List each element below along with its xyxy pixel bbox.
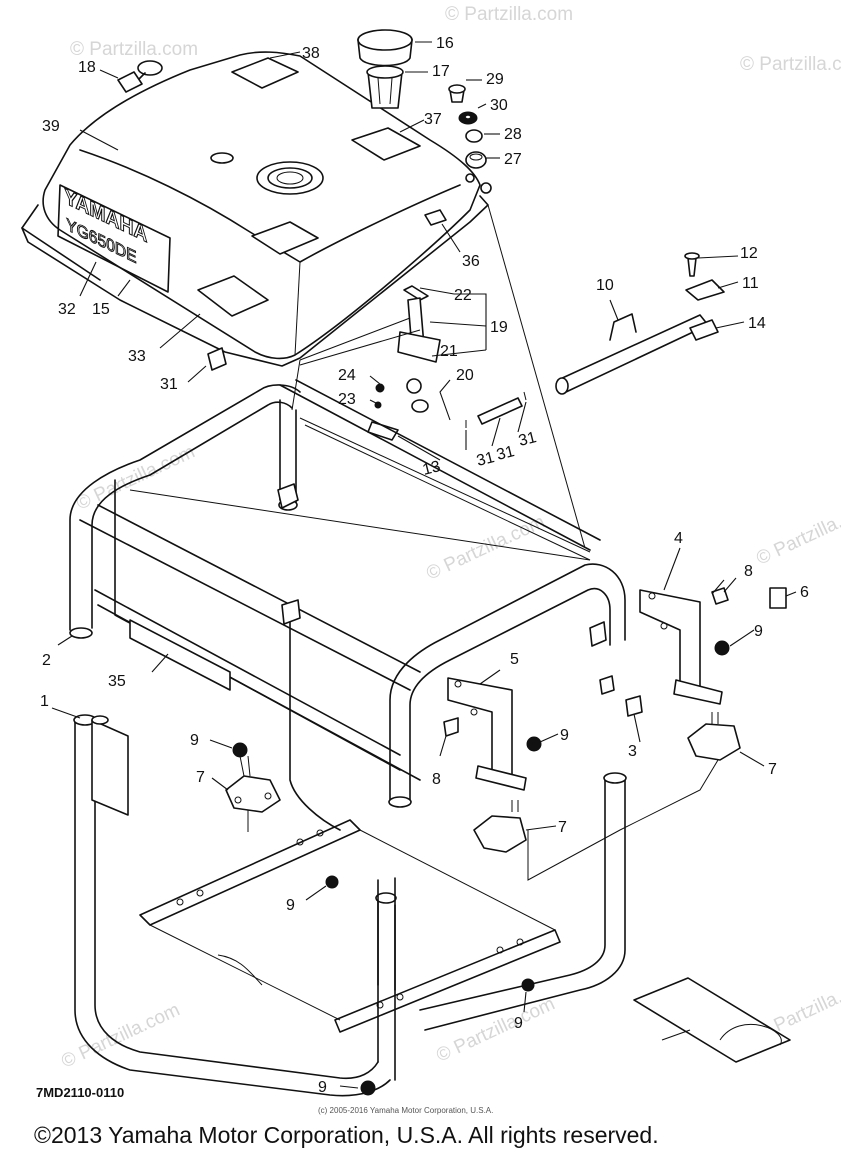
part-label: 18 <box>78 59 96 76</box>
watermark: © Partzilla.com <box>753 496 841 569</box>
part-label: 9 <box>754 623 763 640</box>
bolt-12 <box>684 252 700 277</box>
bracket-11 <box>685 279 725 301</box>
part-label: 8 <box>432 771 441 788</box>
part-label: 9 <box>318 1079 327 1096</box>
small-parts-25-28 <box>448 84 487 169</box>
watermark: © Partzilla.com <box>445 4 573 25</box>
part-label: 4 <box>674 530 683 547</box>
drawing-code: 7MD2110-0110 <box>36 1085 124 1100</box>
part-label: 12 <box>740 245 758 262</box>
label-35 <box>231 57 299 89</box>
part-label: 10 <box>596 277 614 294</box>
leader-lines <box>51 41 797 1089</box>
part-label: 11 <box>742 275 759 292</box>
part-label: 9 <box>286 897 295 914</box>
part-label: 31 <box>160 376 178 393</box>
part-label: 7 <box>768 761 777 778</box>
label-34 <box>351 127 421 161</box>
fuel-tank: YAMAHA YG650DE <box>21 51 586 549</box>
label-37 <box>129 619 231 691</box>
cover-39 <box>633 977 791 1063</box>
part-label: 24 <box>338 367 356 384</box>
fasteners <box>207 347 730 1096</box>
copyright-footer: ©2013 Yamaha Motor Corporation, U.S.A. A… <box>34 1122 659 1148</box>
label-6 <box>769 587 787 609</box>
part-label: 33 <box>128 348 146 365</box>
bracket-4 <box>639 589 723 705</box>
fuel-hose <box>465 391 527 428</box>
part-label: 21 <box>440 343 458 360</box>
vent-cap <box>117 60 163 93</box>
part-label: 16 <box>436 35 454 52</box>
watermark: © Partzilla.com <box>740 54 841 75</box>
part-label: 14 <box>748 315 766 332</box>
mount-7c <box>687 712 741 761</box>
main-frame <box>69 379 626 831</box>
part-label: 8 <box>744 563 753 580</box>
part-label: 23 <box>338 391 356 408</box>
part-label: 1 <box>40 693 49 710</box>
watermark: © Partzilla.com <box>73 441 198 514</box>
part-label: 3 <box>628 743 637 760</box>
part-label: 31 <box>475 449 496 470</box>
part-labels: 16 17 18 38 39 37 29 30 28 27 36 32 15 3… <box>40 35 809 1096</box>
part-label: 5 <box>510 651 519 668</box>
bracket-14 <box>689 319 719 341</box>
part-label: 31 <box>517 429 538 450</box>
label-33 <box>197 275 269 317</box>
part-label: 28 <box>504 126 522 143</box>
part-label: 29 <box>486 71 504 88</box>
watermark: © Partzilla.com <box>423 511 548 584</box>
part-label: 13 <box>421 458 442 479</box>
part-label: 35 <box>108 673 126 690</box>
part-label: 19 <box>490 319 508 336</box>
part-label: 15 <box>92 301 110 318</box>
label-36 <box>424 209 447 226</box>
mount-7b <box>473 800 527 853</box>
part-label: 30 <box>490 97 508 114</box>
fuel-strainer <box>366 65 404 109</box>
part-label: 20 <box>456 367 474 384</box>
bracket-5 <box>447 677 527 791</box>
part-label: 22 <box>454 287 472 304</box>
part-label: 9 <box>514 1015 523 1032</box>
fuel-cock-assembly <box>299 285 441 441</box>
base-frame <box>73 714 627 1097</box>
fuel-cap <box>357 29 413 67</box>
part-label: 39 <box>42 118 60 135</box>
part-label: 17 <box>432 63 450 80</box>
watermark: © Partzilla.com <box>58 999 183 1072</box>
part-label: 2 <box>42 652 51 669</box>
part-label: 7 <box>196 769 205 786</box>
watermark: © Partzilla.com <box>70 39 198 60</box>
part-label: 37 <box>424 111 442 128</box>
part-label: 9 <box>560 727 569 744</box>
part-label: 9 <box>190 732 199 749</box>
part-label: 27 <box>504 151 522 168</box>
part-label: 32 <box>58 301 76 318</box>
part-label: 31 <box>495 443 516 464</box>
part-label: 6 <box>800 584 809 601</box>
part-label: 7 <box>558 819 567 836</box>
tank-stay <box>555 313 709 395</box>
watermark: © Partzilla.com <box>433 993 558 1066</box>
mount-7a <box>225 755 281 813</box>
part-label: 38 <box>302 45 320 62</box>
part-label: 36 <box>462 253 480 270</box>
fine-print: (c) 2005-2016 Yamaha Motor Corporation, … <box>318 1106 493 1115</box>
